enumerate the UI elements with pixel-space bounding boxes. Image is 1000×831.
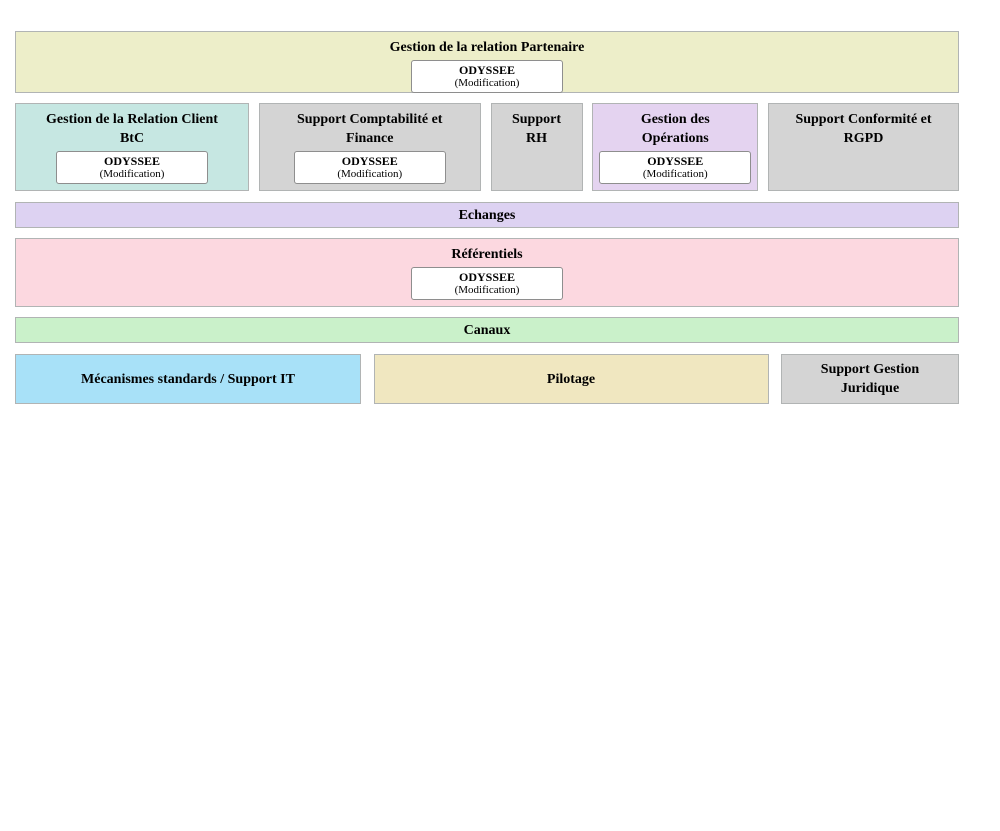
layer-echanges: Echanges (15, 202, 959, 228)
app-status: (Modification) (454, 284, 520, 296)
app-name: ODYSSEE (103, 154, 161, 168)
domain-title: Gestion de la Relation Client BtC (46, 112, 218, 146)
block-title: Mécanismes standards / Support IT (81, 371, 295, 387)
layer-canaux: Canaux (15, 317, 959, 343)
domain-title: Support Conformité et RGPD (795, 112, 932, 146)
odyssee-app-box: ODYSSEE (Modification) (599, 151, 752, 184)
domain-title: Gestion des Opérations (640, 112, 710, 146)
app-name: ODYSSEE (647, 154, 704, 168)
odyssee-app-box: ODYSSEE (Modification) (56, 151, 208, 184)
block-mecanismes-support-it: Mécanismes standards / Support IT (15, 354, 361, 404)
layer-partner: Gestion de la relation Partenaire ODYSSE… (15, 31, 959, 93)
architecture-diagram: Gestion de la relation Partenaire ODYSSE… (15, 31, 959, 404)
block-title: Pilotage (546, 371, 596, 387)
domain-block-gestion-operations: Gestion des Opérations ODYSSEE (Modifica… (592, 103, 759, 191)
bottom-row: Mécanismes standards / Support IT Pilota… (15, 354, 959, 404)
block-title: Support Gestion Juridique (820, 362, 920, 396)
layer-referentiels-title: Référentiels (451, 247, 523, 262)
app-name: ODYSSEE (458, 63, 516, 77)
layer-canaux-title: Canaux (463, 322, 511, 338)
layer-partner-title: Gestion de la relation Partenaire (389, 40, 585, 55)
app-name: ODYSSEE (458, 270, 516, 284)
layer-echanges-title: Echanges (458, 207, 516, 223)
app-status: (Modification) (337, 168, 403, 180)
block-support-gestion-juridique: Support Gestion Juridique (781, 354, 959, 404)
odyssee-app-box: ODYSSEE (Modification) (293, 151, 446, 184)
app-status: (Modification) (642, 168, 708, 180)
odyssee-app-box: ODYSSEE (Modification) (411, 267, 563, 300)
app-status: (Modification) (99, 168, 165, 180)
app-status: (Modification) (454, 77, 520, 89)
odyssee-app-box: ODYSSEE (Modification) (411, 60, 563, 93)
domain-block-relation-client-btc: Gestion de la Relation Client BtC ODYSSE… (15, 103, 249, 191)
domain-block-comptabilite-finance: Support Comptabilité et Finance ODYSSEE … (258, 103, 481, 191)
block-pilotage: Pilotage (373, 354, 769, 404)
domains-row: Gestion de la Relation Client BtC ODYSSE… (15, 103, 959, 191)
domain-title: Support Comptabilité et Finance (297, 112, 443, 146)
domain-block-support-rh: Support RH (490, 103, 583, 191)
domain-block-conformite-rgpd: Support Conformité et RGPD (768, 103, 959, 191)
layer-referentiels: Référentiels ODYSSEE (Modification) (15, 238, 959, 307)
domain-title: Support RH (511, 112, 562, 146)
app-name: ODYSSEE (341, 154, 398, 168)
